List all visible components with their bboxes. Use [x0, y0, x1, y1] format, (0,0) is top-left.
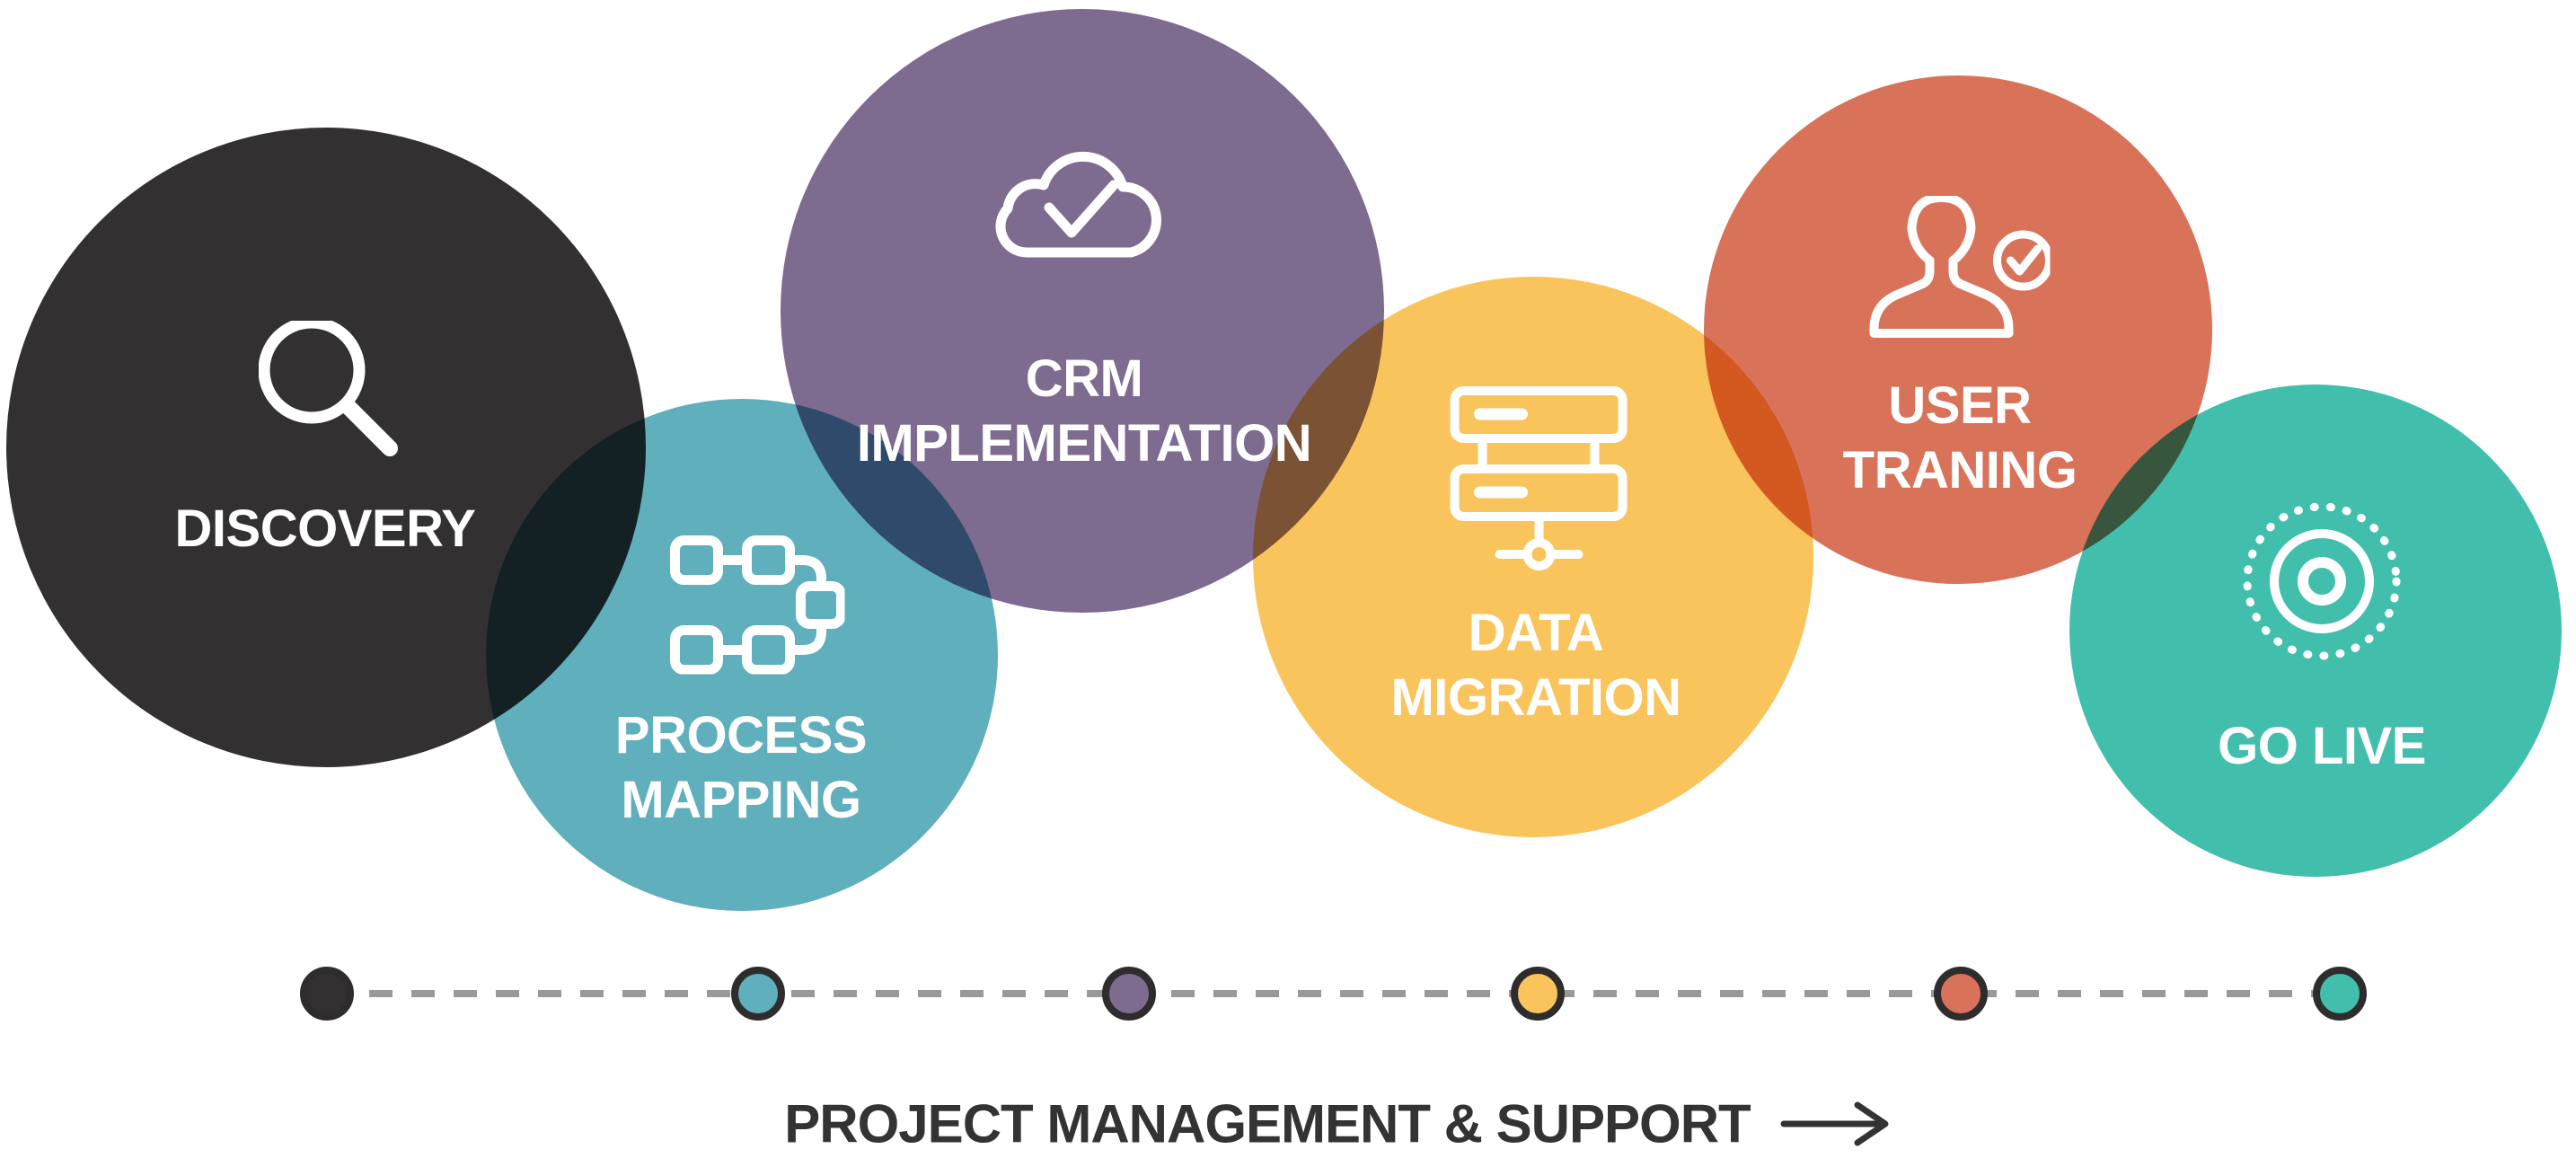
- timeline-dot-go-live: [2313, 967, 2367, 1021]
- timeline-dot-user-training: [1934, 967, 1988, 1021]
- discovery-label-line1: DISCOVERY: [174, 499, 476, 558]
- magnifier-icon: [258, 316, 402, 464]
- crm-implementation-label-line1: CRM: [1025, 349, 1143, 408]
- data-migration-label: DATA MIGRATION: [1390, 601, 1681, 730]
- process-mapping-label: PROCESS MAPPING: [614, 703, 868, 833]
- timeline-dot-process-mapping: [731, 967, 785, 1021]
- person-check-icon: [1869, 193, 2053, 340]
- process-mapping-label-line1: PROCESS: [614, 706, 868, 765]
- timeline-dot-discovery: [300, 967, 354, 1021]
- cloud-check-icon: [988, 146, 1166, 259]
- go-live-label: GO LIVE: [2218, 714, 2426, 779]
- crm-implementation-label: CRM IMPLEMENTATION: [856, 347, 1312, 476]
- timeline-dot-crm-implementation: [1102, 967, 1156, 1021]
- data-migration-label-line2: MIGRATION: [1390, 668, 1681, 727]
- footer-title: PROJECT MANAGEMENT & SUPPORT: [784, 1093, 1751, 1154]
- timeline-dot-data-migration: [1511, 967, 1565, 1021]
- go-live-label-line1: GO LIVE: [2218, 717, 2426, 775]
- user-training-label-line2: TRANING: [1842, 441, 2078, 499]
- arrow-right-icon: [1780, 1101, 1889, 1146]
- user-training-label-line1: USER: [1888, 376, 2032, 435]
- target-icon: [2236, 496, 2407, 667]
- discovery-label: DISCOVERY: [175, 497, 476, 561]
- flowchart-icon: [670, 535, 846, 675]
- user-training-label: USER TRANING: [1843, 374, 2078, 503]
- server-stack-icon: [1450, 386, 1628, 571]
- data-migration-label-line1: DATA: [1468, 604, 1604, 662]
- crm-implementation-label-line2: IMPLEMENTATION: [856, 414, 1312, 473]
- process-mapping-label-line2: MAPPING: [621, 771, 861, 829]
